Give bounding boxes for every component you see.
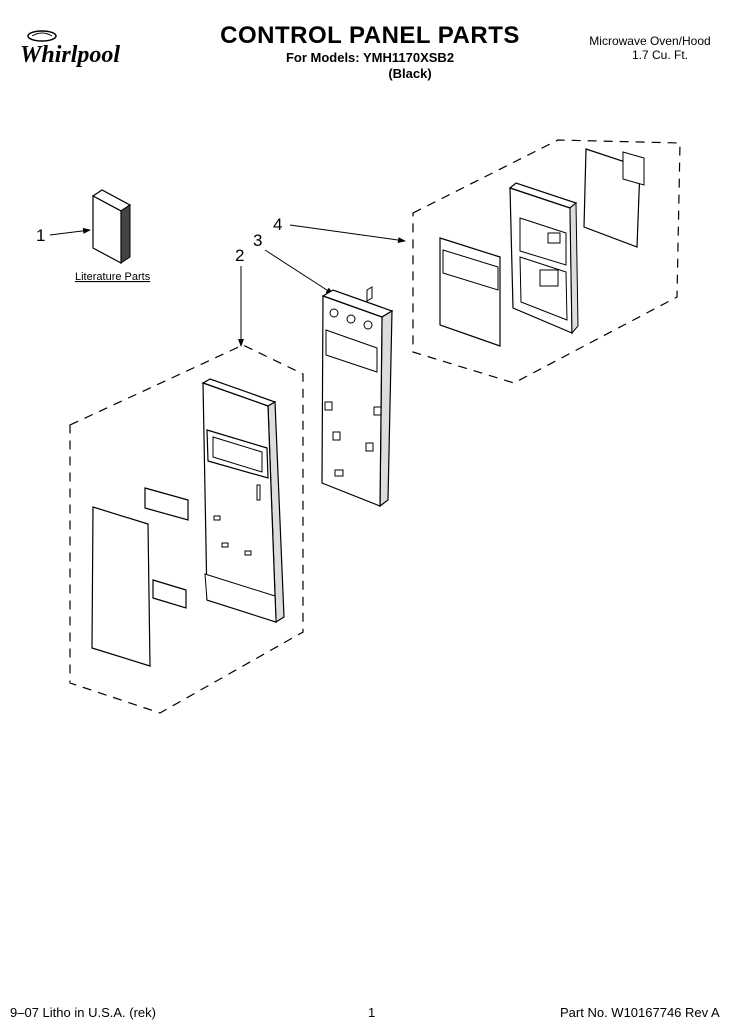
callout-2: 2 — [235, 246, 244, 265]
page-number: 1 — [368, 1005, 376, 1020]
circuit-board-assembly — [508, 182, 579, 335]
callout-3-leader — [264, 249, 334, 295]
appliance-type: Microwave Oven/Hood — [589, 34, 711, 48]
callout-1-leader — [49, 227, 91, 236]
group-4-outline — [412, 139, 681, 384]
display-board — [439, 237, 501, 347]
literature-booklet — [91, 189, 132, 265]
membrane-switch — [583, 148, 645, 248]
capacity: 1.7 Cu. Ft. — [631, 48, 689, 62]
callout-1: 1 — [36, 226, 45, 245]
page-title: CONTROL PANEL PARTS — [220, 22, 520, 49]
callout-4-leader — [289, 224, 406, 244]
control-panel-frame — [321, 286, 394, 508]
touchpad-overlay — [91, 506, 151, 667]
part-number: Part No. W10167746 Rev A — [560, 1005, 720, 1020]
callout-3: 3 — [253, 231, 262, 250]
callout-4: 4 — [273, 215, 282, 234]
literature-parts-label: Literature Parts — [75, 271, 151, 283]
footer-litho: 9–07 Litho in U.S.A. (rek) — [10, 1005, 156, 1020]
color-line: (Black) — [388, 66, 432, 81]
group-2-outline — [69, 344, 304, 714]
svg-text:Whirlpool: Whirlpool — [20, 42, 120, 68]
models-line: For Models: YMH1170XSB2 — [285, 50, 455, 65]
display-window — [144, 487, 189, 609]
control-panel-front — [201, 378, 285, 624]
whirlpool-logo: Whirlpool — [20, 30, 120, 68]
